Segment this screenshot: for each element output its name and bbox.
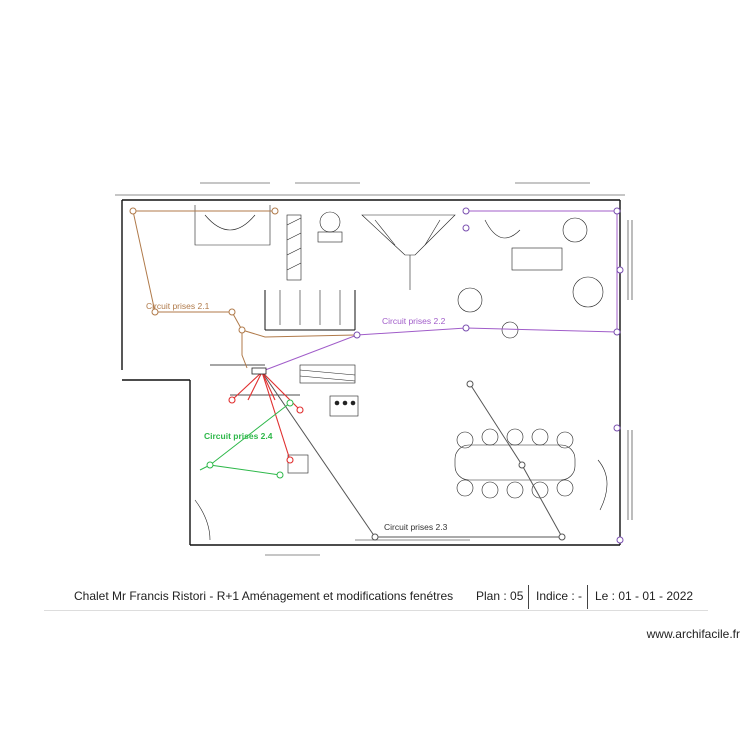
circuit-2-1-label: Circuit prises 2.1 xyxy=(146,301,210,311)
title-block: Chalet Mr Francis Ristori - R+1 Aménagem… xyxy=(44,585,708,611)
circuit-2-1: Circuit prises 2.1 xyxy=(129,207,356,369)
circuit-2-3: Circuit prises 2.3 xyxy=(261,371,566,541)
outlet-symbol xyxy=(276,471,284,479)
outlet-symbol xyxy=(206,461,214,469)
outlet-symbol xyxy=(228,396,236,404)
outlet-symbol xyxy=(129,207,137,215)
circuit-2-3-label: Circuit prises 2.3 xyxy=(384,522,448,532)
revision-index: Indice : - xyxy=(536,589,583,603)
red-wire xyxy=(231,371,263,401)
outlet-symbol xyxy=(613,424,621,432)
outlet-symbol xyxy=(151,308,159,316)
red-wire xyxy=(247,371,263,401)
outlet-symbol xyxy=(462,224,470,232)
circuit-2-4-label: Circuit prises 2.4 xyxy=(204,431,273,441)
outlet-symbol xyxy=(518,461,526,469)
plan-date: Le : 01 - 01 - 2022 xyxy=(595,589,694,603)
outlet-symbol xyxy=(296,406,304,414)
circuit-2-3-wire xyxy=(261,371,562,538)
circuit-2-2: Circuit prises 2.2 xyxy=(259,207,624,544)
title-underline xyxy=(44,610,708,611)
title-separator xyxy=(528,585,529,609)
outlet-symbol xyxy=(466,380,474,388)
circuit-2-2-label: Circuit prises 2.2 xyxy=(382,316,446,326)
circuit-2-2-wire xyxy=(259,210,618,373)
electrical-panel xyxy=(251,367,267,375)
circuit-2-1-wire xyxy=(132,210,248,369)
circuit-2-4: Circuit prises 2.4 xyxy=(199,399,294,479)
plan-number: Plan : 05 xyxy=(476,589,524,603)
outlet-symbol xyxy=(613,207,621,215)
dedicated-circuits-red xyxy=(228,371,304,464)
walls xyxy=(121,199,621,546)
red-wire xyxy=(261,371,291,461)
outlet-symbol xyxy=(613,328,621,336)
outlet-symbol xyxy=(286,399,294,407)
outlet-symbol xyxy=(616,266,624,274)
outlet-symbol xyxy=(616,536,624,544)
outlet-symbol xyxy=(271,207,279,215)
outlet-symbol xyxy=(286,456,294,464)
red-wire xyxy=(261,371,276,401)
project-title: Chalet Mr Francis Ristori - R+1 Aménagem… xyxy=(74,589,454,603)
outlet-symbol xyxy=(462,207,470,215)
red-wire xyxy=(261,371,301,411)
outlet-symbol xyxy=(238,326,246,334)
outlet-symbol xyxy=(558,533,566,541)
circuit-2-1-wire xyxy=(241,329,356,338)
site-watermark: www.archifacile.fr xyxy=(646,627,740,641)
circuit-2-3-wire xyxy=(469,383,563,538)
title-separator xyxy=(587,585,588,609)
furniture-outlines xyxy=(194,205,633,541)
outlet-symbol xyxy=(371,533,379,541)
outlet-symbol xyxy=(462,324,470,332)
dimension-annotations xyxy=(115,182,625,556)
outlet-symbol xyxy=(228,308,236,316)
outlet-symbol xyxy=(353,331,361,339)
